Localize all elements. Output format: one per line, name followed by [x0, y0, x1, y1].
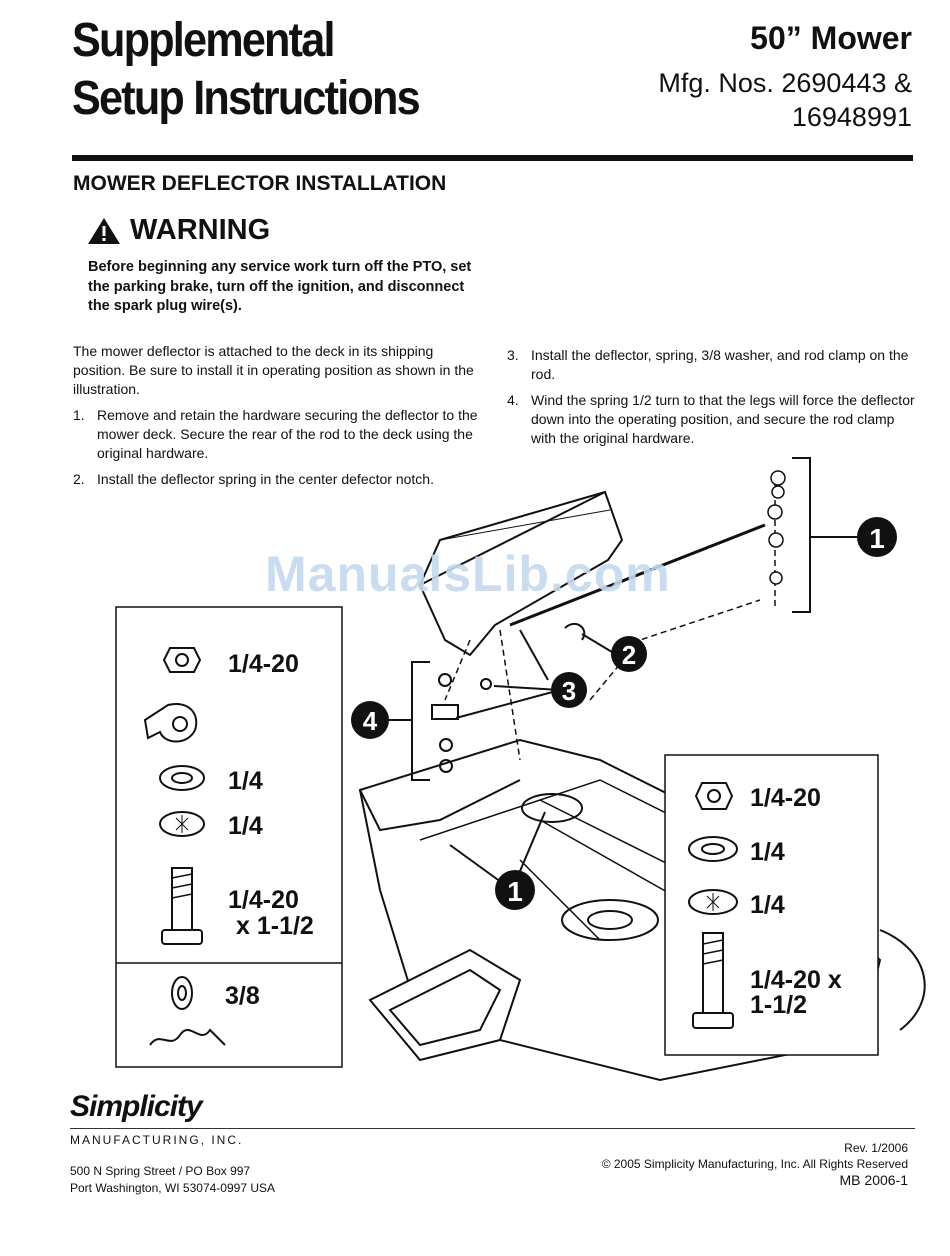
header-rule	[72, 155, 913, 161]
callout-label: 2	[622, 640, 636, 670]
copyright: © 2005 Simplicity Manufacturing, Inc. Al…	[601, 1157, 908, 1171]
callout-label: 4	[363, 706, 378, 736]
warning-heading: WARNING	[86, 214, 270, 247]
hw-label: 1/4	[228, 812, 263, 840]
document-title: Supplemental Setup Instructions	[72, 12, 421, 128]
hardware-box-right: 1/4-20 1/4 1/4 1/4-20 x 1-1/2	[664, 754, 879, 1056]
hw-label: 1/4	[228, 767, 263, 795]
hw-label: 1/4-20	[750, 784, 821, 812]
intro-paragraph: The mower deflector is attached to the d…	[73, 343, 474, 397]
revision: Rev. 1/2006	[844, 1141, 908, 1155]
callout-3: 3	[551, 672, 587, 708]
deflector-installation-diagram: 1 2 3 4 1 1/4-2	[115, 457, 926, 1082]
rod-hardware-stack	[767, 470, 786, 585]
callout-2: 2	[611, 636, 647, 672]
address-line-1: 500 N Spring Street / PO Box 997	[70, 1164, 251, 1178]
mfg-numbers: Mfg. Nos. 2690443 & 16948991	[658, 66, 912, 134]
warning-label: WARNING	[130, 214, 271, 246]
step-text: Wind the spring 1/2 turn to that the leg…	[531, 392, 915, 446]
section-title: MOWER DEFLECTOR INSTALLATION	[73, 172, 447, 195]
title-line-1: Supplemental	[72, 14, 335, 67]
step-4: 4. Wind the spring 1/2 turn to that the …	[507, 391, 917, 448]
callout-4: 4	[351, 701, 389, 739]
warning-text: Before beginning any service work turn o…	[88, 259, 472, 314]
callout-label: 3	[562, 676, 576, 706]
hw-label: 1/4-20	[228, 886, 299, 914]
step-number: 3.	[507, 347, 519, 363]
model-info: 50” Mower Mfg. Nos. 2690443 & 16948991	[658, 18, 912, 134]
step-text: Install the deflector spring in the cent…	[97, 471, 434, 487]
brand-logo: Simplicity	[70, 1090, 203, 1123]
hardware-box-left: 1/4-20 1/4 1/4 1/4-20 x 1-1/2 3/8	[115, 606, 343, 1068]
steps-column-2: 3. Install the deflector, spring, 3/8 wa…	[507, 346, 917, 455]
mfg-line-1: Mfg. Nos. 2690443 &	[658, 68, 912, 98]
hw-label: 1/4-20	[228, 650, 299, 678]
warning-triangle-icon	[88, 217, 120, 244]
hw-label: 1/4	[750, 838, 785, 866]
hw-label: 1/4	[750, 891, 785, 919]
step-3: 3. Install the deflector, spring, 3/8 wa…	[507, 346, 917, 384]
hw-label: 1/4-20 x	[750, 966, 842, 994]
company-address: 500 N Spring Street / PO Box 997 Port Wa…	[70, 1163, 275, 1197]
step-number: 1.	[73, 407, 85, 423]
step-number: 2.	[73, 471, 85, 487]
hw-label: x 1-1/2	[236, 912, 314, 940]
step-text: Remove and retain the hardware securing …	[97, 407, 478, 461]
address-line-2: Port Washington, WI 53074-0997 USA	[70, 1181, 275, 1195]
bolt-icon	[702, 932, 724, 1014]
step-text: Install the deflector, spring, 3/8 washe…	[531, 347, 909, 382]
company-name: MANUFACTURING, INC.	[70, 1133, 244, 1147]
callout-label: 1	[869, 523, 885, 554]
step-number: 4.	[507, 392, 519, 408]
callout-1: 1	[857, 517, 897, 557]
callout-bracket-4	[388, 661, 430, 781]
step-1: 1. Remove and retain the hardware securi…	[73, 406, 485, 463]
hw-label: 1-1/2	[750, 991, 807, 1019]
torsion-spring-icon	[149, 1028, 226, 1046]
model-name: 50” Mower	[750, 20, 912, 56]
steps-column-1: 1. Remove and retain the hardware securi…	[73, 406, 485, 496]
revision-info: Rev. 1/2006 © 2005 Simplicity Manufactur…	[602, 1140, 908, 1188]
footer-rule	[70, 1128, 915, 1129]
callout-arrows	[449, 629, 613, 891]
callout-label: 1	[507, 876, 523, 907]
rod-clamp-icon	[143, 703, 198, 743]
title-line-2: Setup Instructions	[72, 72, 421, 125]
callout-bracket-1	[792, 457, 858, 613]
callout-1-deck: 1	[495, 870, 535, 910]
mfg-line-2: 16948991	[791, 102, 912, 132]
watermark: ManualsLib.com	[265, 546, 671, 602]
hw-label: 3/8	[225, 982, 260, 1010]
step-2: 2. Install the deflector spring in the c…	[73, 470, 485, 489]
document-number: MB 2006-1	[839, 1172, 908, 1188]
